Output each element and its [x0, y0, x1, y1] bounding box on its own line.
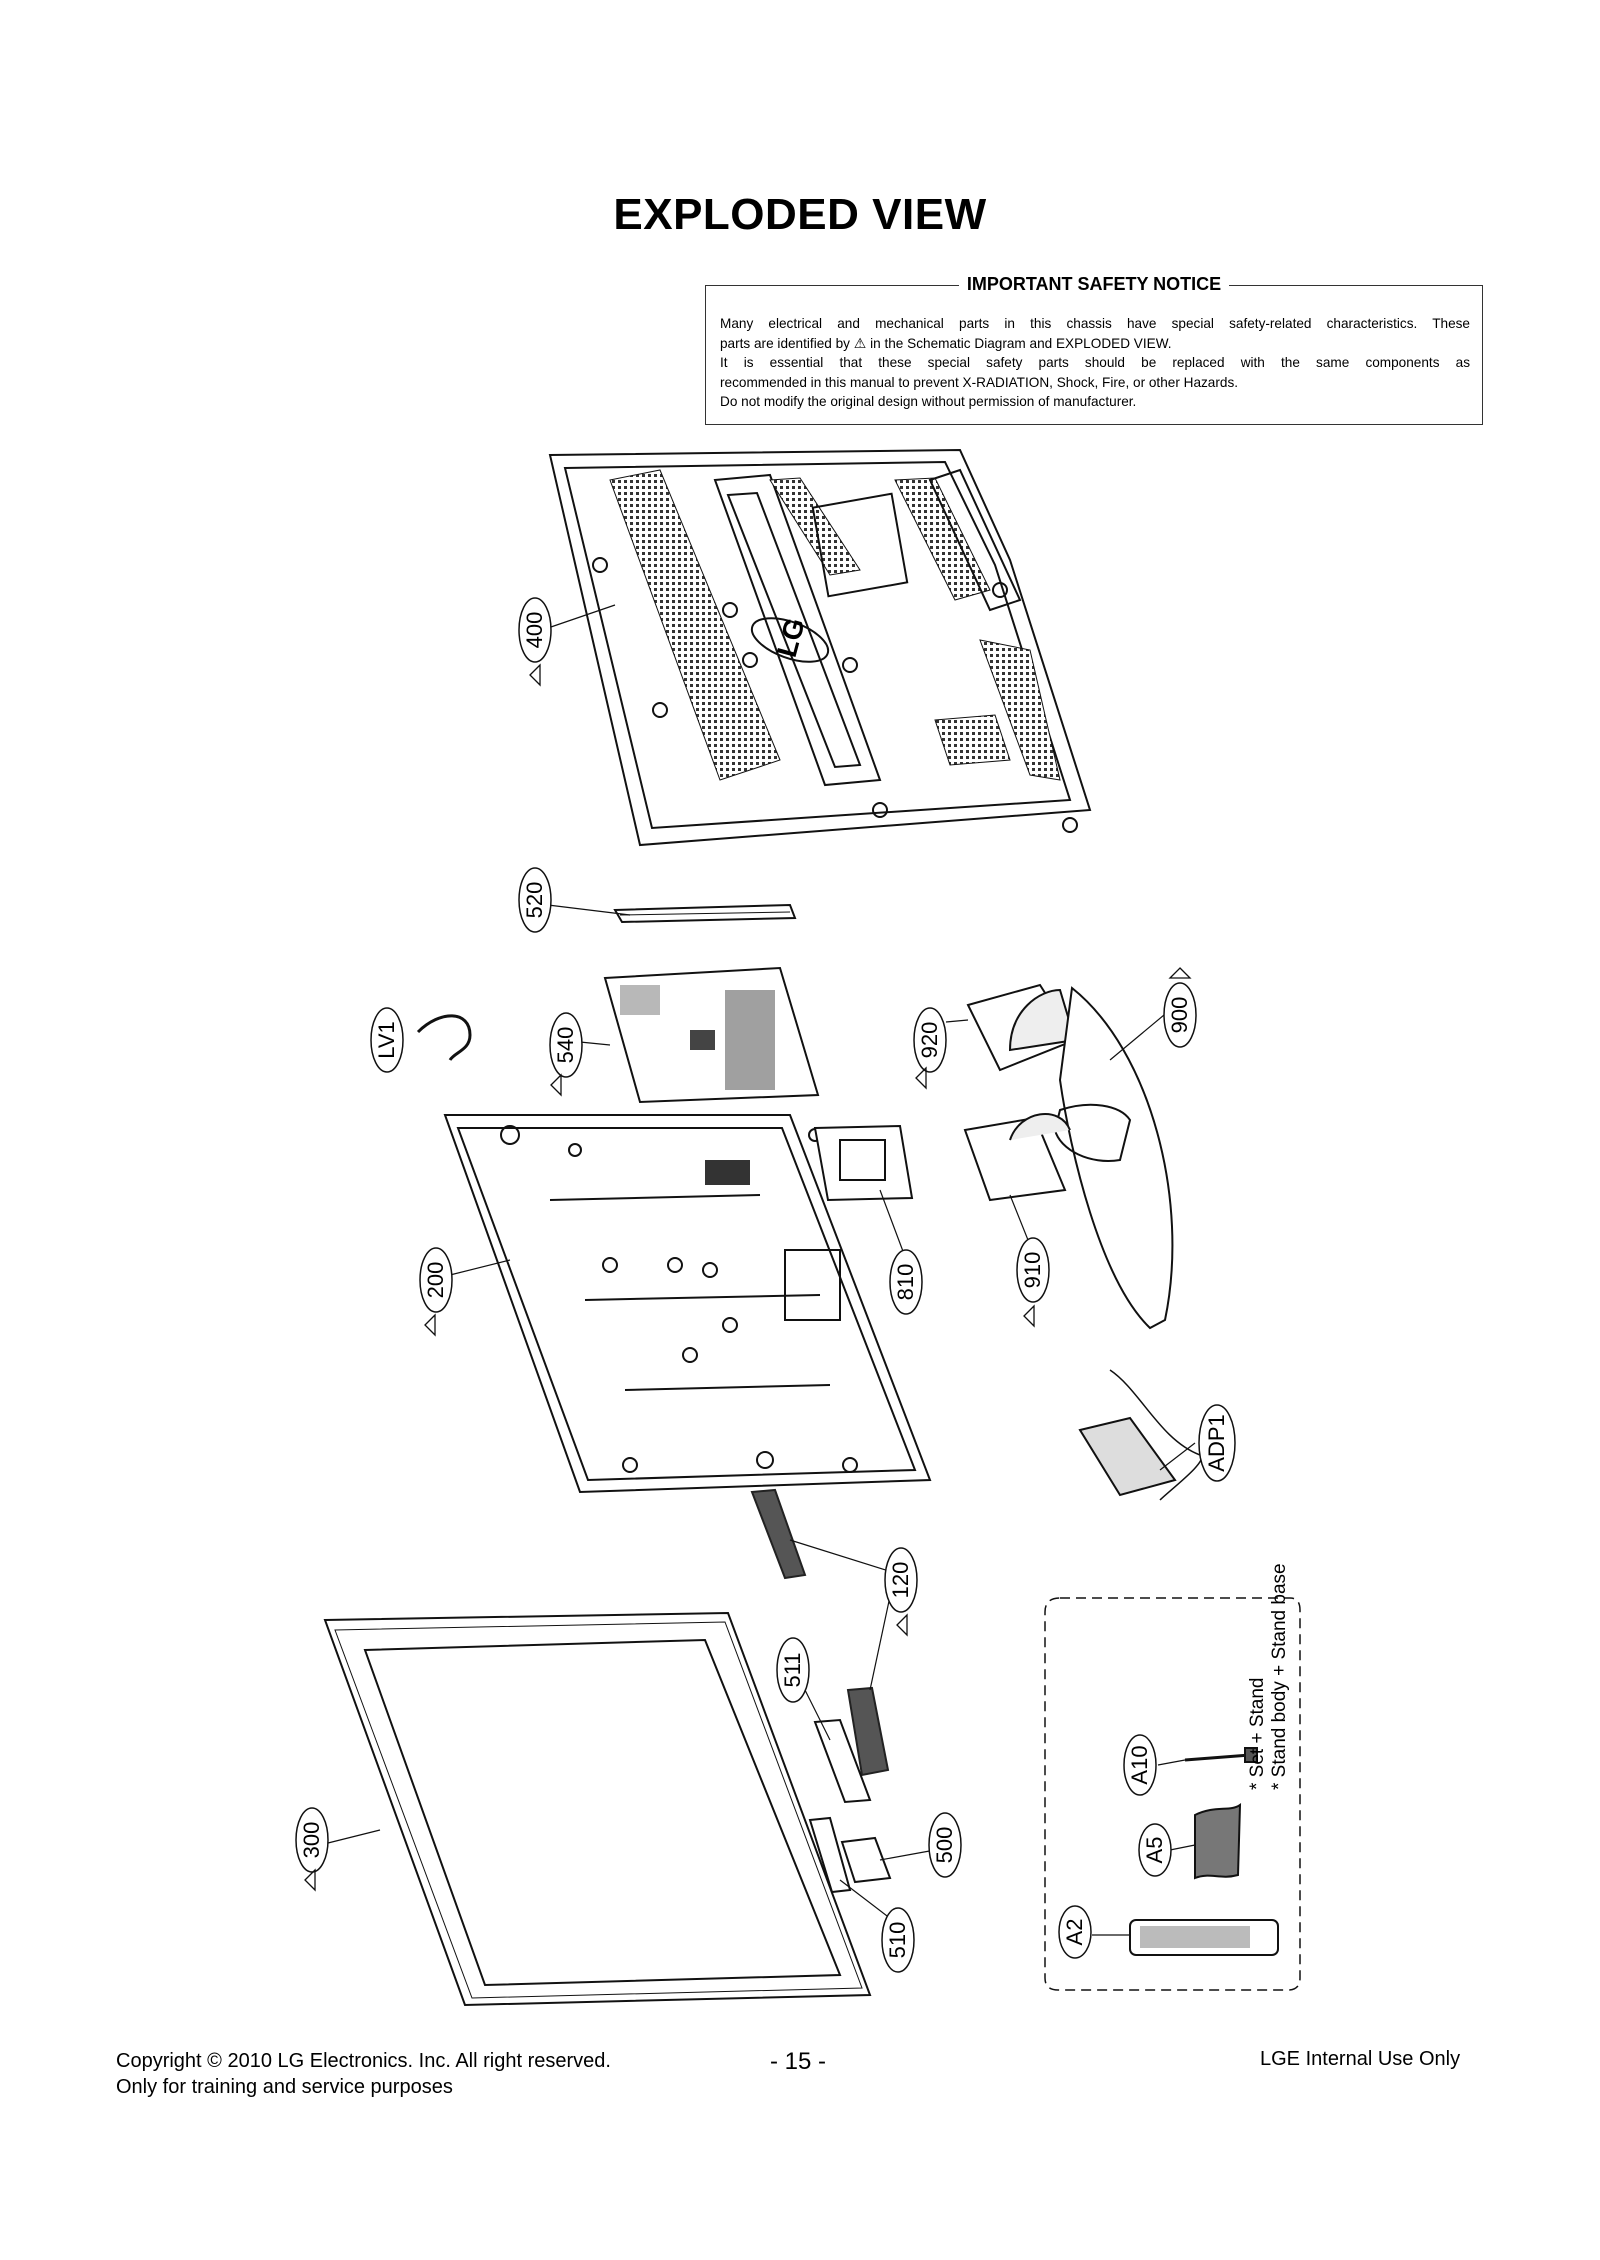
manual-a5-part: [1194, 1803, 1242, 1880]
screw-a10-part: [1184, 1747, 1258, 1763]
adapter-adp1-part: [1078, 1369, 1203, 1501]
callout-300: 300: [299, 1822, 324, 1859]
callout-920: 920: [917, 1022, 942, 1059]
callout-a10: A10: [1127, 1745, 1152, 1784]
remote-control-a2-part: [1129, 1919, 1279, 1956]
callout-511: 511: [780, 1652, 805, 1687]
accessory-box: [1044, 1597, 1301, 1991]
bracket-520-part: [613, 903, 797, 924]
callout-120: 120: [888, 1562, 913, 1599]
board-510-part: [808, 1816, 852, 1894]
board-500-part: [840, 1836, 892, 1884]
callout-a2: A2: [1062, 1919, 1087, 1946]
notice-line-2: parts are identified by ⚠ in the Schemat…: [720, 334, 1470, 354]
callout-ellipses: [295, 597, 1236, 1973]
callout-520: 520: [522, 882, 547, 919]
callout-510: 510: [885, 1922, 910, 1959]
callout-810: 810: [893, 1264, 918, 1301]
stand-body-910-part: [963, 1113, 1071, 1202]
back-cover-part: [548, 448, 1092, 847]
speaker-120-part: [750, 1488, 890, 1777]
main-board-540-part: [603, 966, 820, 1104]
purpose-text: Only for training and service purposes: [116, 2076, 453, 2098]
callout-lv1: LV1: [374, 1021, 399, 1059]
notice-line-5: Do not modify the original design withou…: [720, 394, 1137, 409]
callout-540: 540: [553, 1027, 578, 1064]
warning-triangle-icon: ⚠: [853, 334, 867, 351]
notice-line-1: Many electrical and mechanical parts in …: [720, 316, 1470, 331]
safety-notice-box: IMPORTANT SAFETY NOTICE Many electrical …: [705, 274, 1483, 425]
callout-900: 900: [1167, 997, 1192, 1034]
board-511-part: [813, 1718, 872, 1804]
callout-500: 500: [932, 1827, 957, 1864]
safety-triangle-icons: [304, 663, 1192, 1892]
cable-lv1-part: [416, 1014, 472, 1061]
leader-lines: [319, 604, 1196, 1936]
safety-notice-body: Many electrical and mechanical parts in …: [720, 314, 1470, 412]
stand-neck-920-part: [966, 983, 1077, 1072]
callout-200: 200: [423, 1262, 448, 1299]
callout-adp1: ADP1: [1204, 1414, 1229, 1471]
copyright-text: Copyright © 2010 LG Electronics. Inc. Al…: [116, 2050, 611, 2072]
chassis-frame-200-part: [443, 1114, 932, 1494]
page-number: - 15 -: [770, 2048, 827, 2075]
front-bezel-300-part: [323, 1611, 872, 2007]
accessory-note-2: * Stand body + Stand base: [1269, 1563, 1290, 1790]
page-title: EXPLODED VIEW: [613, 190, 987, 239]
accessory-note-1: * Set + Stand: [1247, 1678, 1268, 1791]
footer-left: Copyright © 2010 LG Electronics. Inc. Al…: [116, 2048, 611, 2100]
callout-910: 910: [1020, 1252, 1045, 1289]
notice-line-4: recommended in this manual to prevent X-…: [720, 374, 1239, 390]
callout-400: 400: [522, 612, 547, 649]
internal-use-text: LGE Internal Use Only: [1260, 2048, 1461, 2070]
notice-line-3: It is essential that these special safet…: [720, 355, 1470, 370]
stand-base-900-part: [1053, 986, 1174, 1330]
safety-notice-title: IMPORTANT SAFETY NOTICE: [958, 274, 1230, 294]
callout-a5: A5: [1142, 1837, 1167, 1864]
stand-bracket-810-part: [813, 1124, 914, 1202]
